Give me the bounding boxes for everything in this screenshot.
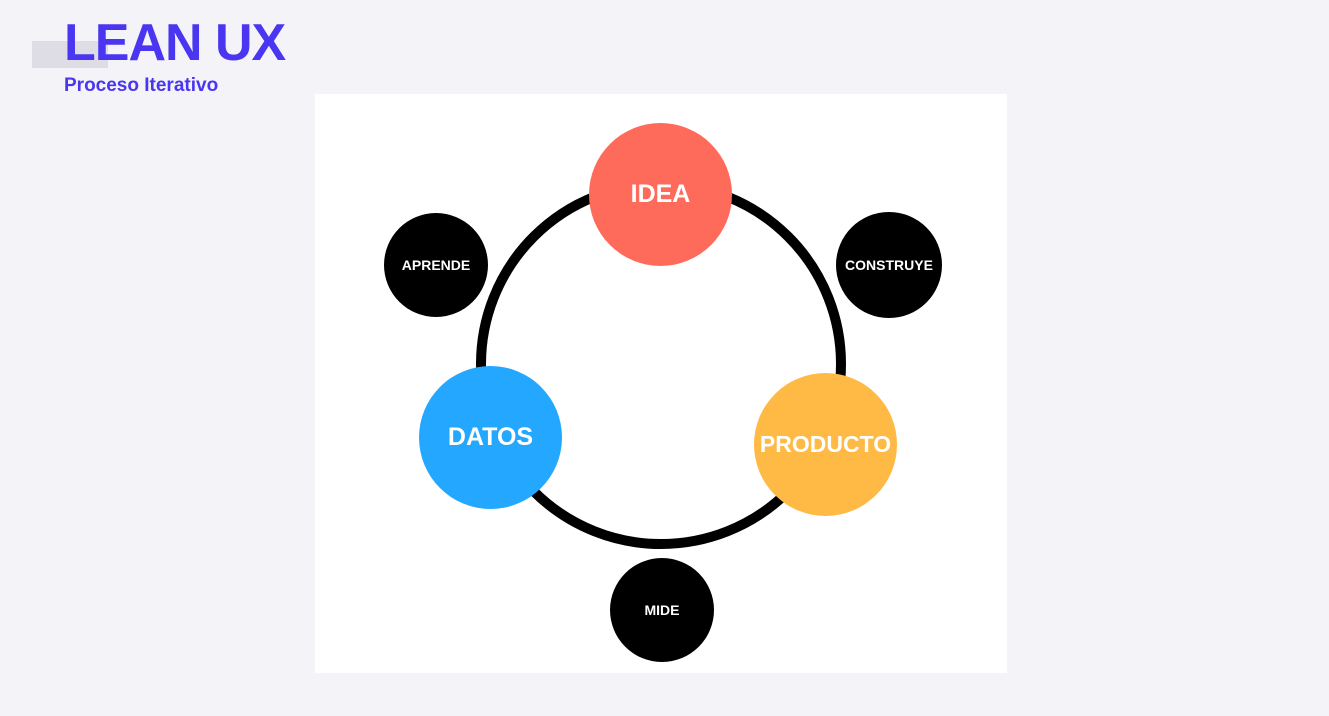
stage-idea: IDEA: [589, 123, 732, 266]
stage-datos: DATOS: [419, 366, 562, 509]
step-construye: CONSTRUYE: [836, 212, 942, 318]
page-subtitle: Proceso Iterativo: [64, 75, 219, 96]
stage-datos-label: DATOS: [447, 423, 534, 451]
stage-producto: PRODUCTO: [754, 373, 897, 516]
step-aprende-label: APRENDE: [401, 257, 471, 273]
step-aprende: APRENDE: [384, 213, 488, 317]
page-title: LEAN UX: [64, 14, 286, 72]
step-construye-label: CONSTRUYE: [845, 257, 933, 273]
step-mide: MIDE: [610, 558, 714, 662]
stage-idea-label: IDEA: [630, 180, 691, 208]
diagram-panel: IDEA PRODUCTO DATOS CONSTRUYE MIDE APREN…: [315, 94, 1007, 673]
stage-producto-label: PRODUCTO: [759, 431, 892, 457]
title-decoration: [32, 41, 108, 68]
step-mide-label: MIDE: [644, 602, 680, 618]
